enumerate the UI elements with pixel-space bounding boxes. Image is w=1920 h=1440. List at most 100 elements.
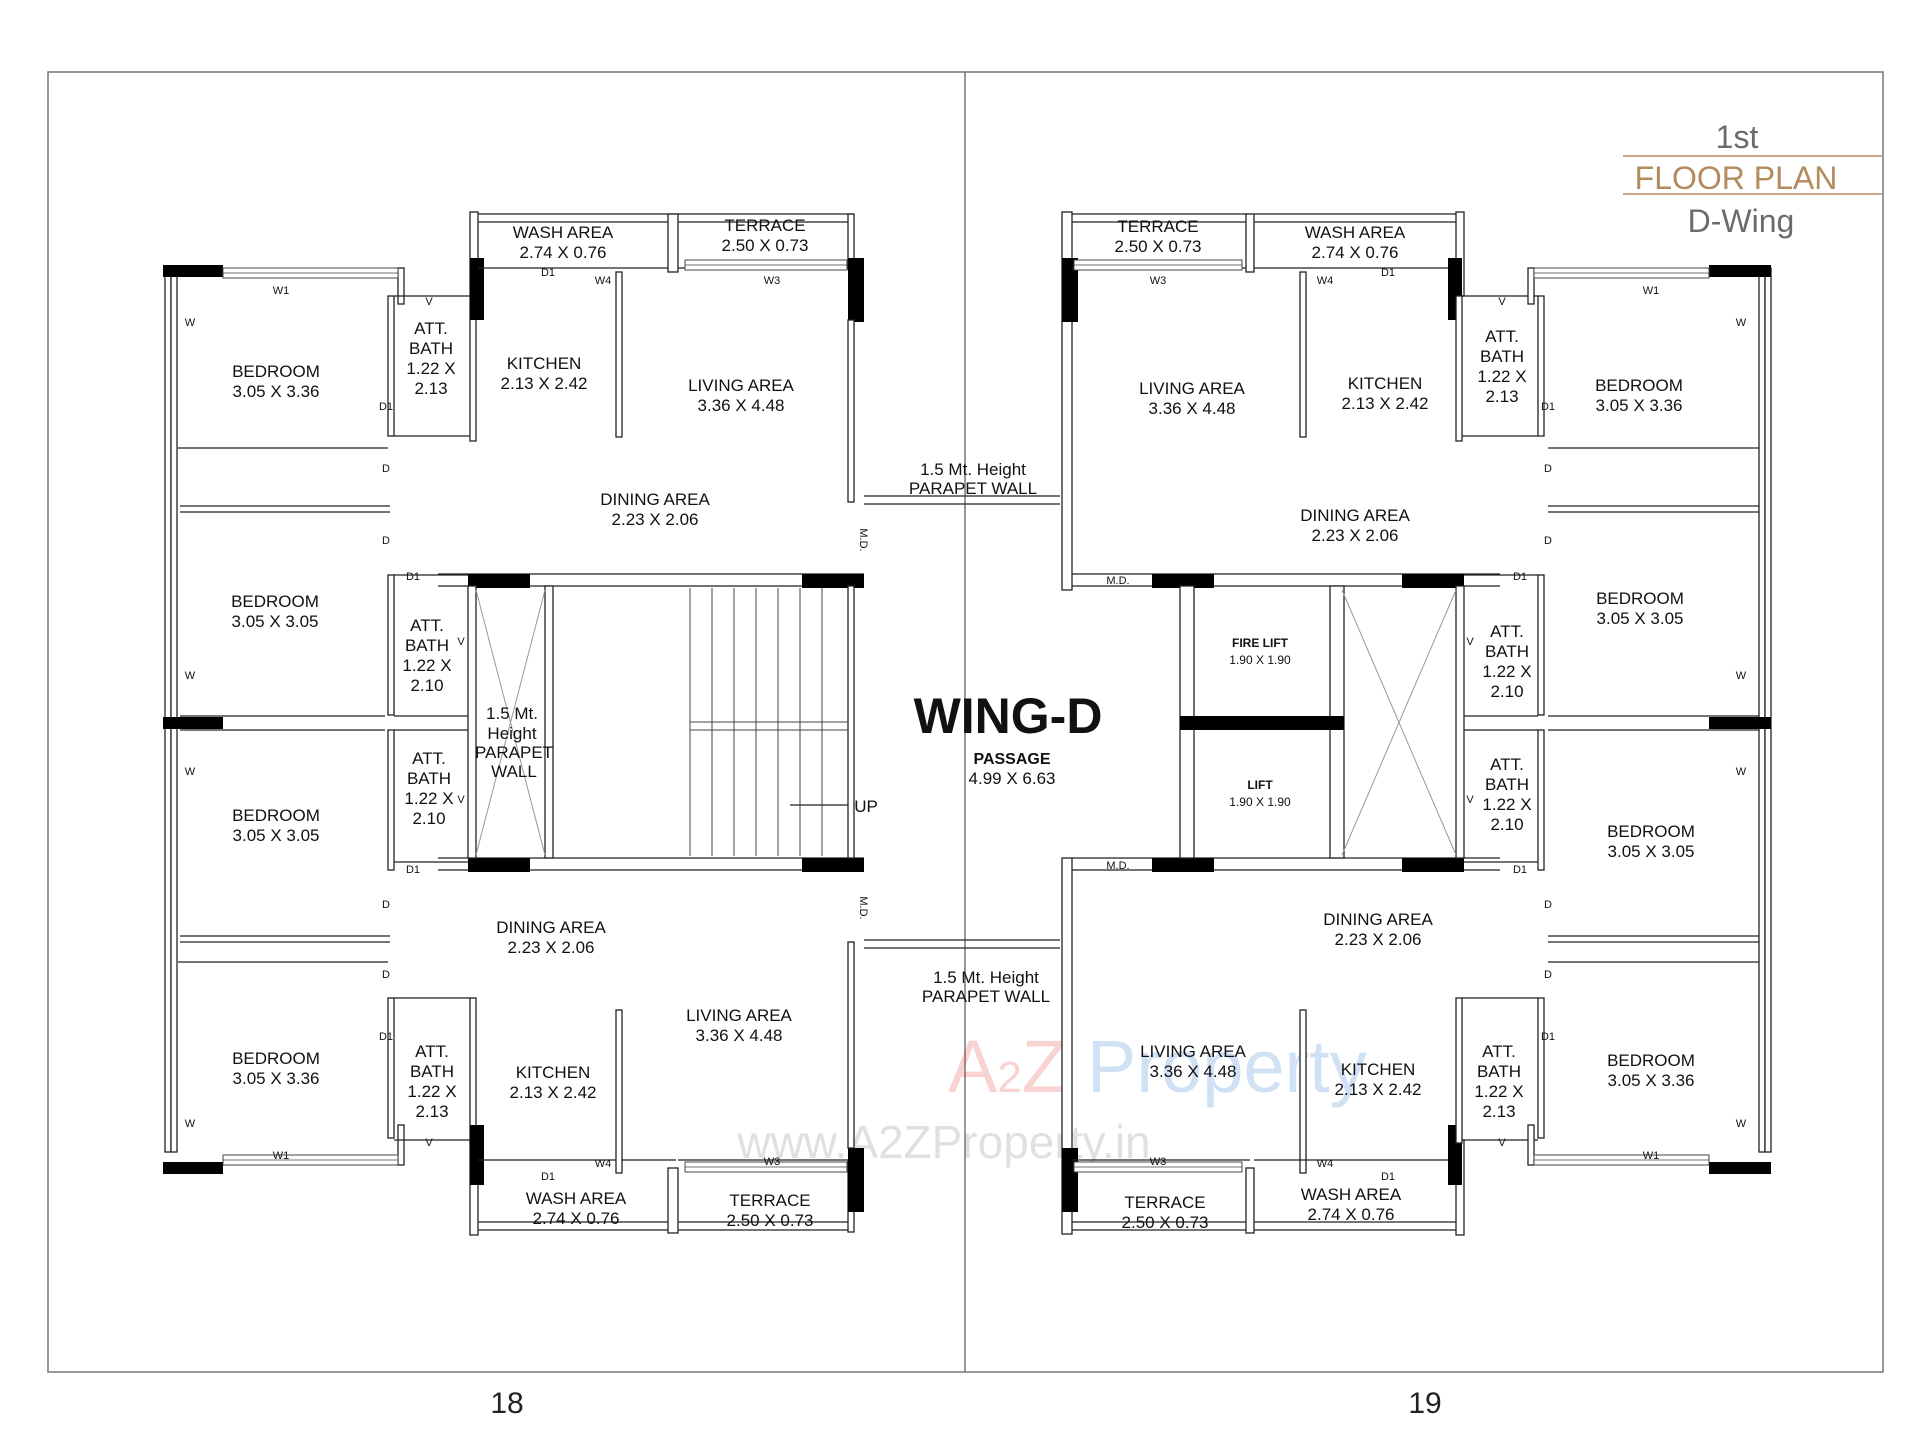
windows — [222, 259, 1710, 1173]
column — [470, 1125, 484, 1185]
dining-top-right-size: 2.23 X 2.06 — [1312, 526, 1399, 545]
tag-w1: W1 — [1643, 1150, 1660, 1162]
terrace-bottom-left-size: 2.50 X 0.73 — [727, 1211, 814, 1230]
kitchen-bottom-right-label: KITCHEN — [1341, 1060, 1416, 1079]
stair-parapet-4: WALL — [491, 762, 537, 781]
tag-w1: W1 — [273, 285, 290, 297]
wall-segment — [1527, 267, 1535, 305]
bedroom-3-right-label: BEDROOM — [1607, 822, 1695, 841]
tag-v: V — [425, 296, 433, 308]
column — [802, 574, 864, 588]
att-bath-1-right-size-1: 1.22 X — [1477, 367, 1526, 386]
tag-d1: D1 — [379, 1031, 393, 1043]
tag-w: W — [1736, 670, 1747, 682]
tag-d1: D1 — [1513, 864, 1527, 876]
att-bath-4-right-label-1: ATT. — [1482, 1042, 1516, 1061]
column — [848, 1148, 864, 1212]
att-bath-1-right-label-2: BATH — [1480, 347, 1524, 366]
column — [1709, 717, 1771, 729]
stair-parapet-2: Height — [487, 724, 536, 743]
terrace-top-right-label: TERRACE — [1117, 217, 1198, 236]
bedroom-4-left-label: BEDROOM — [232, 1049, 320, 1068]
column — [1180, 716, 1344, 730]
living-bottom-left-label: LIVING AREA — [686, 1006, 792, 1025]
tag-d: D — [1544, 463, 1552, 475]
tag-d: D — [1544, 899, 1552, 911]
fire-lift-size: 1.90 X 1.90 — [1229, 653, 1291, 667]
wall-segment — [1061, 211, 1073, 591]
wall-segment — [387, 295, 395, 437]
wall-segment — [387, 997, 395, 1139]
living-top-left-label: LIVING AREA — [688, 376, 794, 395]
bedroom-4-right-size: 3.05 X 3.36 — [1608, 1071, 1695, 1090]
att-bath-4-left-label-1: ATT. — [415, 1042, 449, 1061]
tag-d1: D1 — [1381, 1171, 1395, 1183]
wall-segment — [1537, 295, 1545, 437]
bedroom-2-right-size: 3.05 X 3.05 — [1597, 609, 1684, 628]
tag-md-left-2: M.D. — [857, 896, 869, 919]
void-cross — [475, 589, 546, 856]
kitchen-top-right-label: KITCHEN — [1348, 374, 1423, 393]
fire-lift-label: FIRE LIFT — [1232, 636, 1289, 650]
wall-segment — [387, 729, 395, 871]
parapet-bottom-2: PARAPET WALL — [922, 987, 1050, 1006]
tag-d1: D1 — [541, 267, 555, 279]
wall-segment — [615, 1009, 623, 1174]
living-bottom-right-label: LIVING AREA — [1140, 1042, 1246, 1061]
wall-segment — [544, 585, 554, 859]
terrace-top-right-size: 2.50 X 0.73 — [1115, 237, 1202, 256]
column — [1402, 574, 1464, 588]
wall-segment — [667, 1167, 679, 1234]
wall-segment — [667, 213, 679, 273]
att-bath-2-left-size-1: 1.22 X — [402, 656, 451, 675]
heading-line1: 1st — [1716, 119, 1759, 155]
tag-v: V — [457, 636, 465, 648]
att-bath-3-left-label-1: ATT. — [412, 749, 446, 768]
wall-segment — [164, 267, 172, 1153]
column — [1709, 265, 1771, 277]
att-bath-4-right-label-2: BATH — [1477, 1062, 1521, 1081]
tag-w4: W4 — [1317, 275, 1334, 287]
column — [1062, 258, 1078, 322]
terrace-bottom-left-label: TERRACE — [729, 1191, 810, 1210]
wall-segment — [1299, 271, 1307, 438]
tag-w4: W4 — [595, 275, 612, 287]
wall-segment — [1537, 729, 1545, 871]
tag-w: W — [185, 1118, 196, 1130]
bedroom-4-left-size: 3.05 X 3.36 — [233, 1069, 320, 1088]
wash-area-top-left-label: WASH AREA — [513, 223, 614, 242]
wall-segment — [1537, 574, 1545, 716]
tag-v: V — [425, 1137, 433, 1149]
dining-top-right-label: DINING AREA — [1300, 506, 1410, 525]
tag-d: D — [382, 899, 390, 911]
tag-w: W — [185, 766, 196, 778]
att-bath-1-left-label-1: ATT. — [414, 319, 448, 338]
kitchen-top-left-label: KITCHEN — [507, 354, 582, 373]
bedroom-1-right-label: BEDROOM — [1595, 376, 1683, 395]
wash-area-bottom-left-size: 2.74 X 0.76 — [533, 1209, 620, 1228]
tag-d: D — [382, 535, 390, 547]
bedroom-3-left-label: BEDROOM — [232, 806, 320, 825]
watermark-url: www.A2ZProperty.in — [736, 1116, 1150, 1168]
stair-parapet-1: 1.5 Mt. — [486, 704, 538, 723]
parapet-top-2: PARAPET WALL — [909, 479, 1037, 498]
bedroom-3-left-size: 3.05 X 3.05 — [233, 826, 320, 845]
wall-segment — [397, 267, 405, 305]
tag-v: V — [1466, 636, 1474, 648]
tag-d1: D1 — [1513, 571, 1527, 583]
staircase — [689, 588, 848, 856]
tag-d1: D1 — [1381, 267, 1395, 279]
heading-line3: D-Wing — [1688, 203, 1795, 239]
att-bath-3-left-size-2: 2.10 — [412, 809, 445, 828]
tag-w1: W1 — [1643, 285, 1660, 297]
wall-segment — [1758, 267, 1766, 1153]
wall-segment — [1245, 213, 1255, 273]
att-bath-3-left-size-1: 1.22 X — [404, 789, 453, 808]
tag-md: M.D. — [1106, 860, 1129, 872]
column — [468, 574, 530, 588]
column — [1152, 574, 1214, 588]
tag-md: M.D. — [1106, 575, 1129, 587]
